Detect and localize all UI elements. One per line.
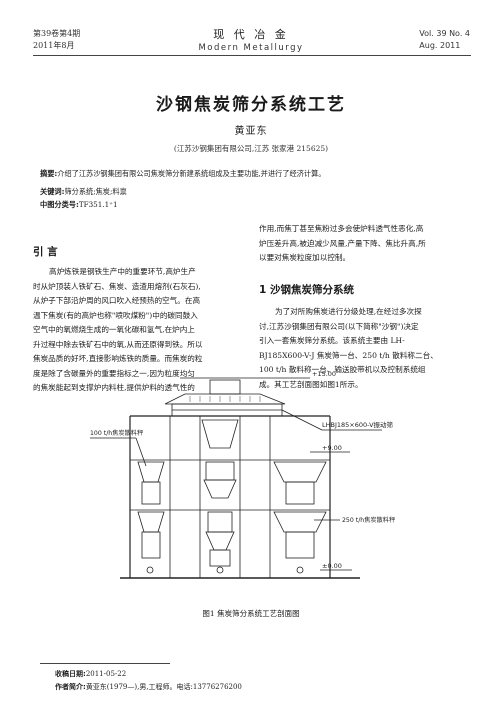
- continuation-paragraph: 作用,而焦丁甚至焦粉过多会使炉料透气性恶化,高 炉压差升高,被迫减少风量,产量下…: [259, 222, 471, 266]
- header-date-en: Aug. 2011: [419, 41, 461, 50]
- sec-line-text: 为了对所购焦炭进行分级处理,在经过多次探: [275, 307, 422, 316]
- label-elev-mid: +9.00: [322, 444, 342, 452]
- intro-line: 的焦炭能起到支撑炉内料柱,提供炉料的透气性的: [33, 383, 195, 392]
- clc-label: 中图分类号:: [40, 200, 79, 209]
- feeder-center: [205, 461, 235, 481]
- keywords-label: 关键词:: [40, 187, 65, 196]
- label-elev-zero: ±0.00: [322, 562, 342, 570]
- journal-title-zh: 现 代 冶 金: [213, 28, 289, 41]
- intro-line-text: 高炉炼铁是钢铁生产中的重要环节,高炉生产: [49, 267, 196, 276]
- cont-line: 以要对焦炭粒度加以控制。: [259, 253, 351, 262]
- keywords-text: 筛分系统;焦炭;料禀: [64, 187, 127, 196]
- header-volume: 第39卷第4期 2011年8月: [33, 28, 80, 52]
- author-info: 黄亚东(1979—),男,工程师。电话:13776276200: [85, 683, 242, 691]
- header-rule: [33, 55, 471, 56]
- keywords: 关键词:筛分系统;焦炭;料禀: [40, 186, 470, 197]
- article-author: 黄亚东: [234, 126, 268, 137]
- sec-line: BJ185X600-V-J 焦炭筛一台、250 t/h 散料称二台、: [259, 350, 438, 360]
- header-date-zh: 2011年8月: [33, 41, 75, 50]
- intro-line: 焦炭品质的好坏,直接影响炼铁的质量。而焦炭的粒: [33, 354, 203, 363]
- intro-line: 从炉子下部沿炉周的风口吹入经预热的空气。在高: [33, 296, 201, 305]
- section-1-paragraph: 为了对所购焦炭进行分级处理,在经过多次探 讨,江苏沙钢集团有限公司(以下简称"沙…: [259, 305, 471, 392]
- footnote-received: 收稿日期:2011-05-22: [55, 668, 126, 680]
- header-volume-en: Vol. 39 No. 4 Aug. 2011: [419, 28, 470, 52]
- clc-text: TF351.1⁺1: [78, 200, 118, 209]
- hopper-left-upper: [137, 461, 165, 483]
- label-screen: LHBJ185×600-V振动筛: [322, 420, 394, 429]
- process-section-drawing: +15.00 LHBJ185×600-V振动筛 +9.00 100 t/h焦炭散…: [90, 370, 395, 579]
- received-label: 收稿日期:: [55, 670, 86, 678]
- article-title: 沙钢焦炭筛分系统工艺: [156, 95, 346, 115]
- abstract: 摘要:介绍了江苏沙钢集团有限公司焦炭筛分新建系统组成及主要功能,并进行了经济计算…: [40, 168, 470, 179]
- screen-hood: [164, 393, 286, 405]
- section-1-heading: 1 沙钢焦炭筛分系统: [259, 284, 354, 296]
- clc-number: 中图分类号:TF351.1⁺1: [40, 199, 470, 210]
- header-vol-en: Vol. 39 No. 4: [419, 29, 470, 38]
- intro-line: 空气中的氧燃烧生成的一氧化碳和氢气,在炉内上: [33, 325, 195, 334]
- label-elev-top: +15.00: [312, 370, 336, 378]
- intro-line: 升过程中除去铁矿石中的氧,从而还原得到铁。所以: [33, 339, 203, 349]
- intro-paragraph: 高炉炼铁是钢铁生产中的重要环节,高炉生产 时从炉顶装人铁矿石、焦炭、造渣用熔剂(…: [33, 265, 243, 396]
- intro-line: 时从炉顶装人铁矿石、焦炭、造渣用熔剂(石灰石),: [33, 281, 201, 291]
- sec-line: 为了对所购焦炭进行分级处理,在经过多次探: [259, 305, 471, 320]
- article-affiliation: (江苏沙钢集团有限公司,江苏 张家港 215625): [173, 144, 329, 153]
- bin-left: [141, 531, 161, 559]
- sec-line: 成。其工艺剖面图如图1所示。: [259, 379, 363, 389]
- sec-line: 引入一套焦炭筛分系统。该系统主要由 LH-: [259, 336, 405, 345]
- top-housing: [209, 379, 241, 395]
- label-scale-100: 100 t/h焦炭散料秤: [90, 429, 143, 437]
- footnote-rule: [40, 663, 170, 664]
- cont-line: 炉压差升高,被迫减少风量,产量下降、焦比升高,所: [259, 238, 426, 248]
- cont-line: 作用,而焦丁甚至焦粉过多会使炉料透气性恶化,高: [259, 224, 424, 233]
- abstract-label: 摘要:: [40, 169, 58, 178]
- header-journal: 现 代 冶 金 Modern Metallurgy: [0, 26, 502, 53]
- header-volume-zh: 第39卷第4期: [33, 29, 81, 38]
- abstract-text: 介绍了江苏沙钢集团有限公司焦炭筛分新建系统组成及主要功能,并进行了经济计算。: [57, 169, 326, 178]
- footnote-author: 作者简介:黄亚东(1979—),男,工程师。电话:13776276200: [55, 681, 242, 693]
- scale-250: [285, 481, 315, 505]
- sec-line: 讨,江苏沙钢集团有限公司(以下简称"沙钢")决定: [259, 321, 419, 331]
- intro-heading: 引 言: [33, 246, 58, 258]
- chute-center: [201, 419, 239, 449]
- label-scale-250: 250 t/h焦炭散料秤: [342, 516, 395, 524]
- intro-line: 温下焦炭(有的高炉也称"喷吹煤粉")中的碳同鼓入: [33, 310, 198, 320]
- intro-line: 高炉炼铁是钢铁生产中的重要环节,高炉生产: [33, 265, 243, 280]
- intro-line: 度是除了含碳量外的重要指标之一,因为粒度均匀: [33, 368, 195, 378]
- sec-line: 100 t/h 散料称一台、输送胶带机以及控制系统组: [259, 365, 426, 374]
- author-info-label: 作者简介:: [55, 683, 86, 691]
- journal-title-en: Modern Metallurgy: [198, 43, 304, 53]
- hopper-right-upper: [273, 461, 327, 483]
- figure-caption: 图1 焦炭筛分系统工艺剖面图: [202, 609, 300, 618]
- scale-100: [141, 481, 161, 505]
- hopper-left-lower: [137, 511, 165, 533]
- received-date: 2011-05-22: [85, 670, 127, 678]
